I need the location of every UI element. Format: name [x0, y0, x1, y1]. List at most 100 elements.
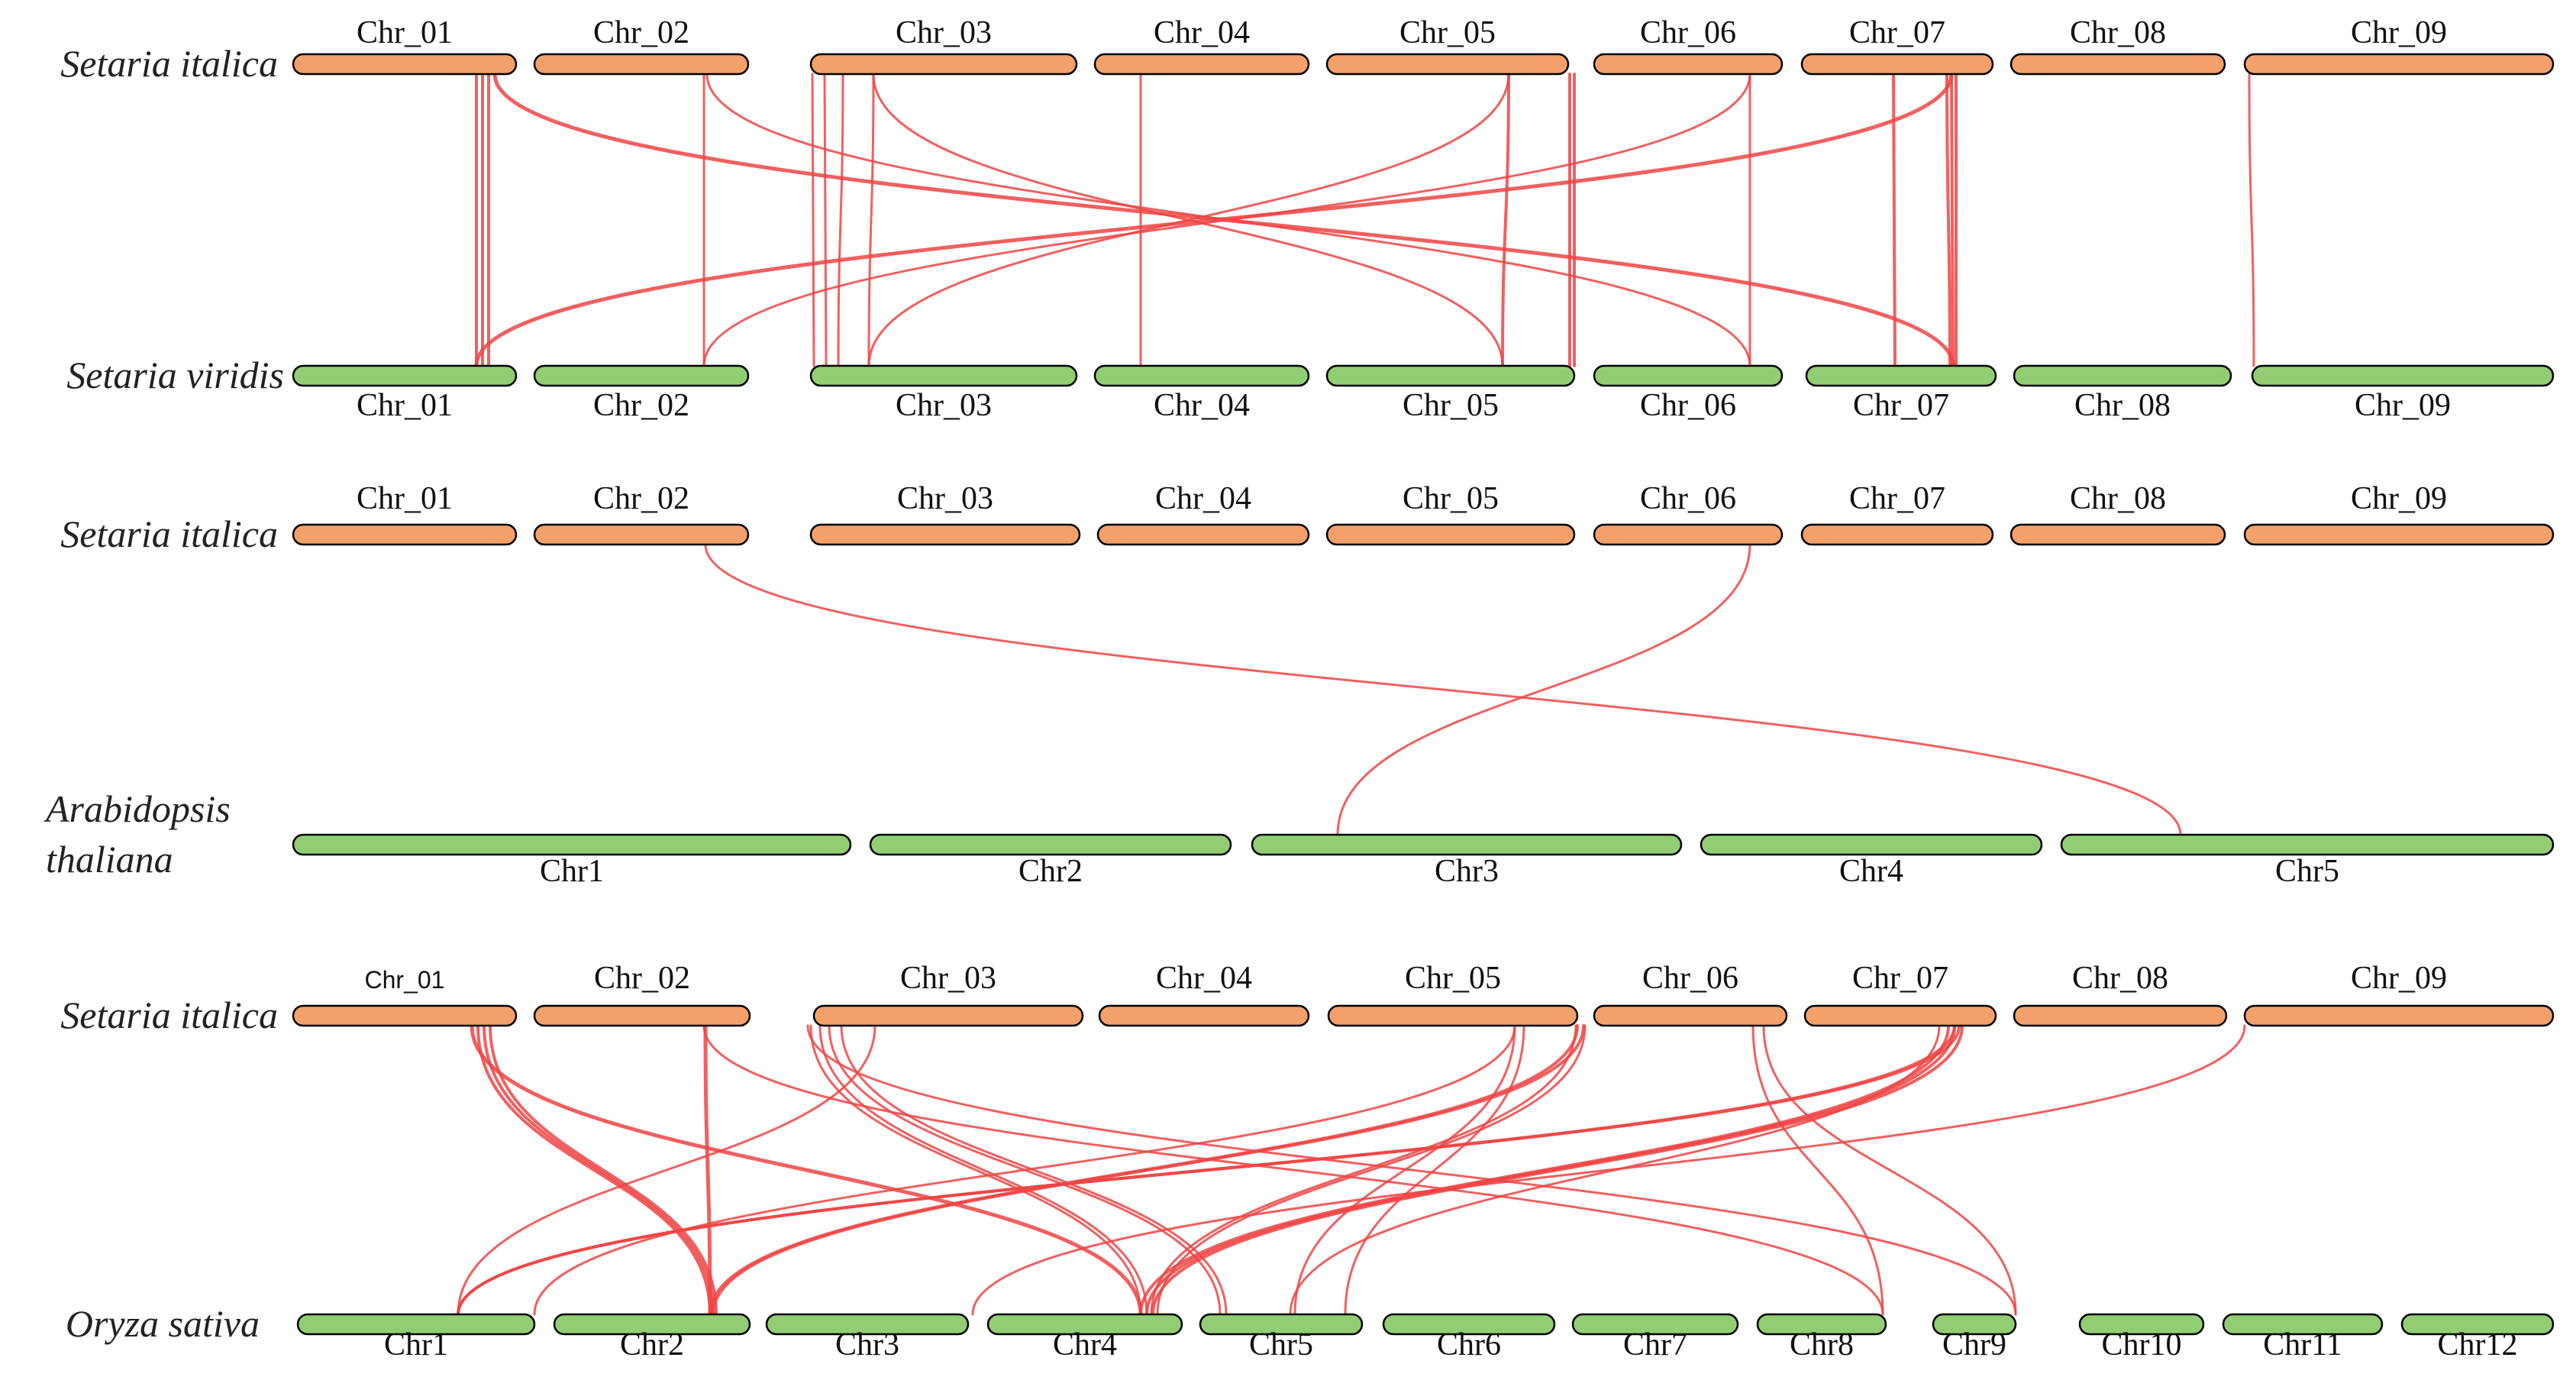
link-setaria-italica-chr-07-to-setaria-viridis-chr-01 — [474, 72, 1954, 368]
chromosome-bar-bottom-chr-07 — [1805, 364, 1997, 387]
link-setaria-italica-chr-01-to-oryza-sativa-chr4 — [470, 1023, 1143, 1317]
chromosome-label-top-chr-06: Chr_06 — [1640, 15, 1736, 50]
chromosome-label-top-chr-07: Chr_07 — [1852, 961, 1948, 996]
chromosome-label-bottom-chr-01: Chr_01 — [357, 388, 453, 423]
chromosome-label-top-chr-03: Chr_03 — [897, 481, 993, 516]
chromosome-label-bottom-chr-03: Chr_03 — [896, 388, 992, 423]
species-label-setaria-italica-panel-3: Setaria italica — [60, 994, 278, 1036]
chromosome-bar-top-chr-07 — [1800, 53, 1994, 76]
chromosome-bar-top-chr-06 — [1593, 53, 1784, 76]
chromosome-bar-bottom-chr7 — [1571, 1313, 1739, 1336]
link-setaria-italica-chr-05-to-setaria-viridis-chr-05 — [1501, 73, 1510, 367]
chromosome-label-bottom-chr5: Chr5 — [1249, 1327, 1313, 1362]
species-label-setaria-italica-panel-1: Setaria italica — [60, 42, 278, 85]
link-setaria-italica-chr-05-to-oryza-sativa-chr5 — [1293, 1024, 1516, 1316]
link-setaria-italica-chr-01-to-oryza-sativa-chr2 — [483, 1024, 715, 1316]
chromosome-label-top-chr-06: Chr_06 — [1642, 961, 1738, 996]
link-setaria-italica-chr-06-to-oryza-sativa-chr8 — [1751, 1024, 1884, 1316]
chromosome-label-bottom-chr9: Chr9 — [1942, 1327, 2006, 1362]
chromosome-bar-bottom-chr5 — [2060, 833, 2555, 856]
link-setaria-italica-chr-05-to-oryza-sativa-chr4 — [1150, 1024, 1577, 1316]
link-setaria-italica-chr-06-to-oryza-sativa-chr9 — [1762, 1024, 2017, 1316]
chromosome-label-bottom-chr-08: Chr_08 — [2074, 388, 2171, 423]
chromosome-label-bottom-chr8: Chr8 — [1790, 1327, 1854, 1362]
chromosome-label-bottom-chr2: Chr2 — [620, 1327, 684, 1362]
chromosome-label-top-chr-08: Chr_08 — [2070, 15, 2166, 50]
chromosome-label-bottom-chr-02: Chr_02 — [593, 388, 689, 423]
chromosome-bar-bottom-chr6 — [1382, 1313, 1556, 1336]
link-setaria-italica-chr-07-to-setaria-viridis-chr-07 — [1945, 73, 1951, 367]
chromosome-label-top-chr-06: Chr_06 — [1640, 481, 1736, 516]
chromosome-bar-top-chr-09 — [2243, 523, 2555, 546]
chromosome-bars — [292, 53, 2555, 1336]
chromosome-bar-top-chr-05 — [1327, 1004, 1579, 1027]
chromosome-label-bottom-chr12: Chr12 — [2438, 1327, 2518, 1362]
link-setaria-italica-chr-09-to-setaria-viridis-chr-09 — [2248, 73, 2255, 367]
link-setaria-italica-chr-03-to-oryza-sativa-chr5 — [840, 1024, 1228, 1316]
chromosome-bar-bottom-chr1 — [292, 833, 852, 856]
chromosome-bar-top-chr-03 — [812, 1004, 1084, 1027]
chromosome-bar-bottom-chr4 — [986, 1313, 1183, 1336]
chromosome-bar-bottom-chr-09 — [2251, 364, 2555, 387]
link-setaria-italica-chr-03-to-setaria-viridis-chr-03 — [823, 73, 828, 367]
chromosome-bar-top-chr-04 — [1093, 53, 1310, 76]
chromosome-label-bottom-chr4: Chr4 — [1053, 1327, 1117, 1362]
link-setaria-italica-chr-03-to-setaria-viridis-chr-03 — [837, 73, 844, 367]
chromosome-label-top-chr-04: Chr_04 — [1156, 961, 1252, 996]
link-setaria-italica-chr-02-to-oryza-sativa-chr8 — [702, 1024, 1884, 1316]
species-label-line: thaliana — [46, 838, 173, 881]
chromosome-bar-bottom-chr-03 — [809, 364, 1078, 387]
chromosome-label-top-chr-01: Chr_01 — [357, 481, 453, 516]
chromosome-label-top-chr-05: Chr_05 — [1405, 961, 1501, 996]
chromosome-label-bottom-chr-04: Chr_04 — [1154, 388, 1250, 423]
chromosome-bar-top-chr-02 — [533, 1004, 751, 1027]
link-setaria-italica-chr-05-to-oryza-sativa-chr2 — [712, 1024, 1585, 1316]
species-label-setaria-viridis: Setaria viridis — [66, 354, 284, 396]
chromosome-bar-top-chr-06 — [1593, 1004, 1788, 1027]
chromosome-bar-top-chr-01 — [292, 1004, 518, 1027]
chromosome-bar-top-chr-05 — [1325, 523, 1576, 546]
chromosome-bar-bottom-chr2 — [553, 1313, 751, 1336]
species-label-line: Arabidopsis — [44, 787, 231, 830]
link-setaria-italica-chr-03-to-oryza-sativa-chr4 — [809, 1024, 1142, 1316]
chromosome-bar-bottom-chr-05 — [1325, 364, 1576, 387]
chromosome-label-bottom-chr-07: Chr_07 — [1853, 388, 1949, 423]
chromosome-label-top-chr-02: Chr_02 — [593, 481, 689, 516]
chromosome-bar-top-chr-09 — [2243, 53, 2555, 76]
chromosome-bar-top-chr-08 — [2013, 1004, 2228, 1027]
chromosome-label-bottom-chr3: Chr3 — [1435, 854, 1499, 889]
chromosome-bar-bottom-chr-08 — [2013, 364, 2232, 387]
chromosome-bar-top-chr-03 — [809, 523, 1081, 546]
chromosome-bar-bottom-chr3 — [1251, 833, 1683, 856]
link-setaria-italica-chr-05-to-oryza-sativa-chr1 — [533, 1024, 1516, 1316]
chromosome-bar-bottom-chr-06 — [1593, 364, 1784, 387]
chromosome-label-top-chr-03: Chr_03 — [896, 15, 992, 50]
chromosome-bar-bottom-chr-02 — [533, 364, 750, 387]
chromosome-bar-bottom-chr10 — [2078, 1313, 2205, 1336]
chromosome-bar-bottom-chr11 — [2222, 1313, 2384, 1336]
chromosome-label-bottom-chr-05: Chr_05 — [1403, 388, 1499, 423]
link-setaria-italica-chr-02-to-arabidopsis-thaliana-chr5 — [704, 543, 2182, 836]
chromosome-label-top-chr-07: Chr_07 — [1849, 15, 1945, 50]
chromosome-bar-bottom-chr8 — [1756, 1313, 1887, 1336]
chromosome-label-top-chr-07: Chr_07 — [1849, 481, 1945, 516]
chromosome-label-top-chr-03: Chr_03 — [900, 961, 996, 996]
chromosome-bar-top-chr-06 — [1593, 523, 1784, 546]
chromosome-label-bottom-chr5: Chr5 — [2275, 854, 2339, 889]
link-setaria-italica-chr-03-to-setaria-viridis-chr-03 — [867, 73, 875, 367]
chromosome-bar-top-chr-05 — [1325, 53, 1570, 76]
chromosome-label-bottom-chr11: Chr11 — [2263, 1327, 2342, 1362]
chromosome-bar-top-chr-01 — [292, 53, 518, 76]
chromosome-label-bottom-chr6: Chr6 — [1437, 1327, 1501, 1362]
link-setaria-italica-chr-05-to-setaria-viridis-chr-03 — [867, 73, 1510, 367]
chromosome-bar-bottom-chr3 — [765, 1313, 970, 1336]
link-setaria-italica-chr-01-to-oryza-sativa-chr2 — [476, 1024, 712, 1316]
chromosome-label-bottom-chr1: Chr1 — [540, 854, 604, 889]
chromosome-bar-top-chr-04 — [1098, 1004, 1310, 1027]
chromosome-label-top-chr-08: Chr_08 — [2070, 481, 2166, 516]
chromosome-bar-bottom-chr4 — [1700, 833, 2043, 856]
chromosome-bar-bottom-chr12 — [2400, 1313, 2555, 1336]
chromosome-label-bottom-chr2: Chr2 — [1018, 854, 1083, 889]
